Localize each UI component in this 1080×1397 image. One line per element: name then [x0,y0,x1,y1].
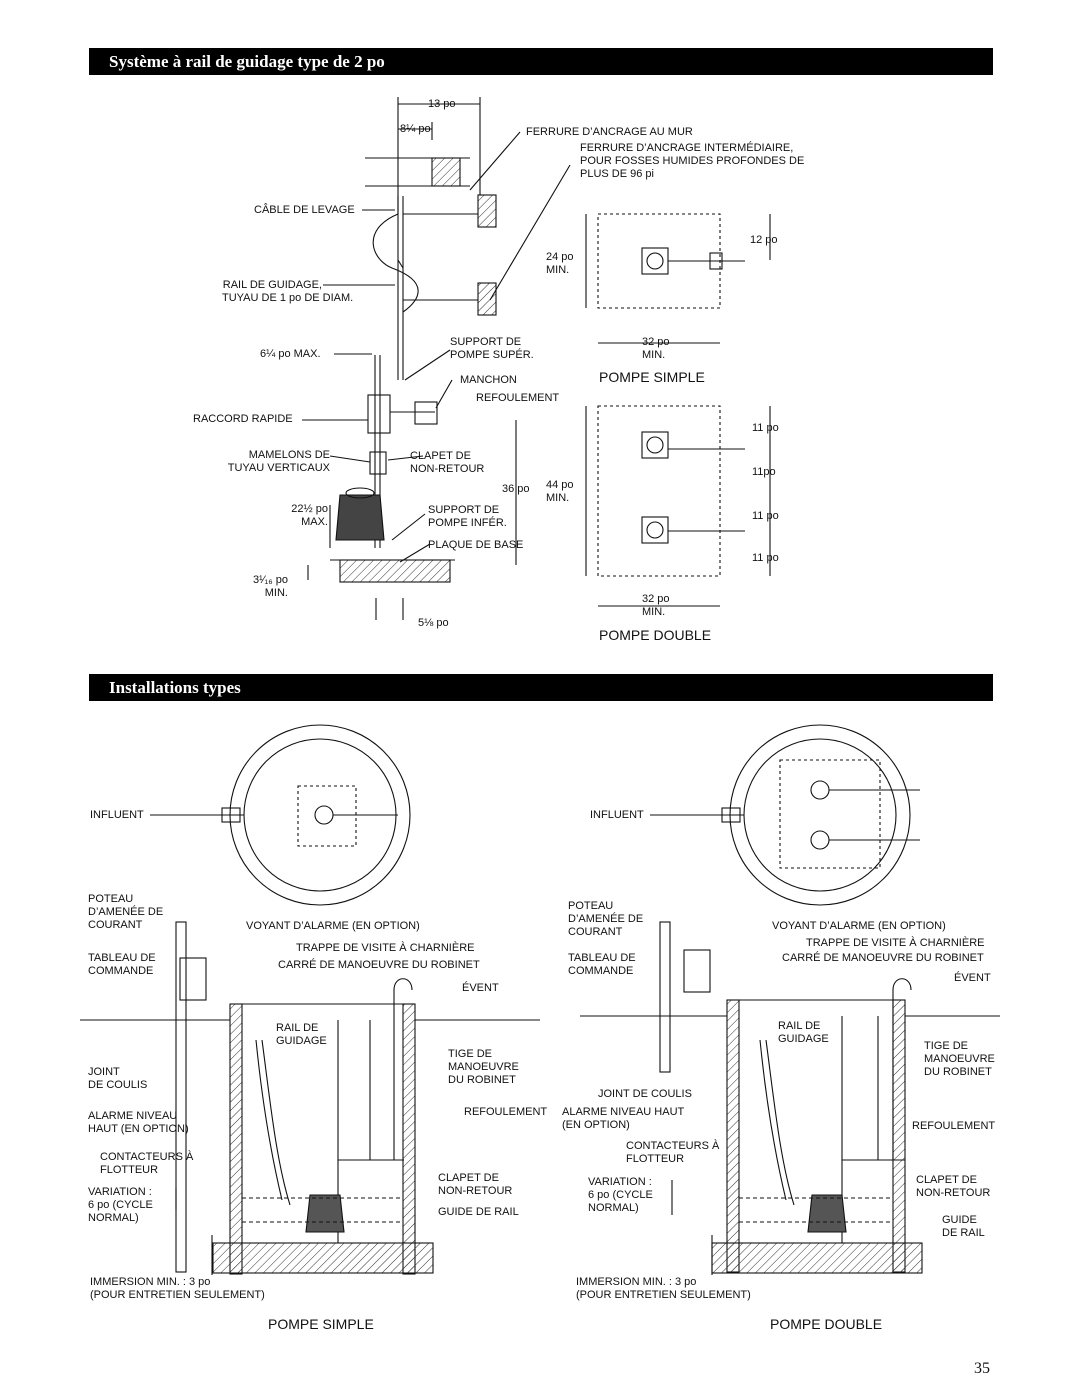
quick-coupling-label: RACCORD RAPIDE [193,413,293,425]
install-double-power-pole: POTEAU D’AMENÉE DE COURANT [568,900,644,938]
plan-double-dim-44: 44 po MIN. [546,479,574,504]
plan-simple-caption: POMPE SIMPLE [599,369,705,385]
install-simple-control-panel: TABLEAU DE COMMANDE [88,952,156,977]
install-simple-immersion: IMMERSION MIN. : 3 po (POUR ENTRETIEN SE… [90,1276,265,1301]
plan-double-dim-11b: 11po [752,466,776,478]
section-title-installations: Installations types [89,674,993,701]
install-double-plan [650,724,920,906]
dim-22-max-label: 22½ po MAX. [291,503,328,528]
install-simple-variation: VARIATION : 6 po (CYCLE NORMAL) [88,1186,153,1224]
dim-6-max-label: 6¼ po MAX. [260,348,321,360]
install-simple-alarm-light: VOYANT D’ALARME (EN OPTION) [246,920,420,932]
install-simple-float-switches: CONTACTEURS À FLOTTEUR [100,1151,194,1176]
plan-simple-dim-32: 32 po MIN. [642,336,670,361]
dim-8-label: 8¼ po [400,123,431,135]
install-double-caption: POMPE DOUBLE [770,1316,883,1332]
plan-simple-dim-12: 12 po [750,234,778,246]
install-simple-vent: ÉVENT [462,982,499,994]
install-simple-valve-stem: TIGE DE MANOEUVRE DU ROBINET [448,1048,519,1086]
page-number: 35 [974,1360,990,1377]
install-simple-section [80,921,540,1275]
install-simple-power-pole: POTEAU D’AMENÉE DE COURANT [88,893,164,931]
plan-double-dim-11c: 11 po [752,510,779,522]
guide-rail-pipe-label: RAIL DE GUIDAGE, TUYAU DE 1 po DE DIAM. [222,279,354,304]
wall-bracket-label: FERRURE D’ANCRAGE AU MUR [526,126,693,138]
install-double-hinged-hatch: TRAPPE DE VISITE À CHARNIÈRE [806,937,985,949]
base-plate-label: PLAQUE DE BASE [428,539,524,551]
dim-5-label: 5⅛ po [418,617,449,629]
install-double-guide-rail: RAIL DE GUIDAGE [778,1020,829,1045]
install-simple-discharge: REFOULEMENT [464,1106,548,1118]
discharge-label: REFOULEMENT [476,392,560,404]
install-double-float-switches: CONTACTEURS À FLOTTEUR [626,1140,720,1165]
install-double-check-valve: CLAPET DE NON-RETOUR [916,1174,991,1199]
install-simple-hinged-hatch: TRAPPE DE VISITE À CHARNIÈRE [296,942,475,954]
install-double-vent: ÉVENT [954,972,991,984]
install-double-immersion: IMMERSION MIN. : 3 po (POUR ENTRETIEN SE… [576,1276,751,1301]
install-double-discharge: REFOULEMENT [912,1120,996,1132]
install-simple-rail-guide: GUIDE DE RAIL [438,1206,519,1218]
section-title-guide-rail: Système à rail de guidage type de 2 po [89,48,993,75]
dim-3-min-label: 3¹⁄₁₆ po MIN. [252,574,288,599]
plan-single-pump-detail [585,214,771,344]
check-valve-label: CLAPET DE NON-RETOUR [410,450,485,475]
plan-double-pump [597,405,721,577]
sleeve-label: MANCHON [460,374,517,386]
plan-double-caption: POMPE DOUBLE [599,627,712,643]
dim-36-label: 36 po [502,483,530,495]
install-double-alarm-light: VOYANT D’ALARME (EN OPTION) [772,920,946,932]
install-double-rail-guide: GUIDE DE RAIL [942,1214,985,1239]
install-simple-caption: POMPE SIMPLE [268,1316,374,1332]
install-double-influent: INFLUENT [590,809,644,821]
install-double-section [580,921,1000,1275]
plan-simple-dim-24: 24 po MIN. [546,251,574,276]
upper-support-label: SUPPORT DE POMPE SUPÉR. [450,336,534,361]
dim-13-label: 13 po [428,98,456,110]
install-double-valve-stem: TIGE DE MANOEUVRE DU ROBINET [924,1040,995,1078]
install-double-valve-key: CARRÉ DE MANOEUVRE DU ROBINET [782,952,984,964]
install-simple-plan [150,724,411,906]
install-simple-guide-rail: RAIL DE GUIDAGE [276,1022,327,1047]
install-simple-check-valve: CLAPET DE NON-RETOUR [438,1172,513,1197]
install-double-variation: VARIATION : 6 po (CYCLE NORMAL) [588,1176,653,1214]
plan-double-dim-11d: 11 po [752,552,779,564]
install-simple-valve-key: CARRÉ DE MANOEUVRE DU ROBINET [278,959,480,971]
plan-double-dim-32: 32 po MIN. [642,593,670,618]
lower-support-label: SUPPORT DE POMPE INFÉR. [428,504,507,529]
intermediate-bracket-label: FERRURE D’ANCRAGE INTERMÉDIAIRE, POUR FO… [580,142,805,180]
install-simple-slide-joint: JOINT DE COULIS [88,1066,148,1091]
lifting-cable-label: CÂBLE DE LEVAGE [254,204,355,216]
install-double-control-panel: TABLEAU DE COMMANDE [568,952,636,977]
plan-double-dim-11a: 11 po [752,422,779,434]
install-simple-influent: INFLUENT [90,809,144,821]
guide-rail-elevation [302,97,571,620]
install-double-high-alarm: ALARME NIVEAU HAUT (EN OPTION) [562,1106,685,1131]
plan-double-pump-detail [585,406,771,607]
install-simple-high-alarm: ALARME NIVEAU HAUT (EN OPTION) [88,1110,189,1135]
vertical-nipples-label: MAMELONS DE TUYAU VERTICAUX [227,449,330,474]
install-double-slide-joint: JOINT DE COULIS [598,1088,692,1100]
